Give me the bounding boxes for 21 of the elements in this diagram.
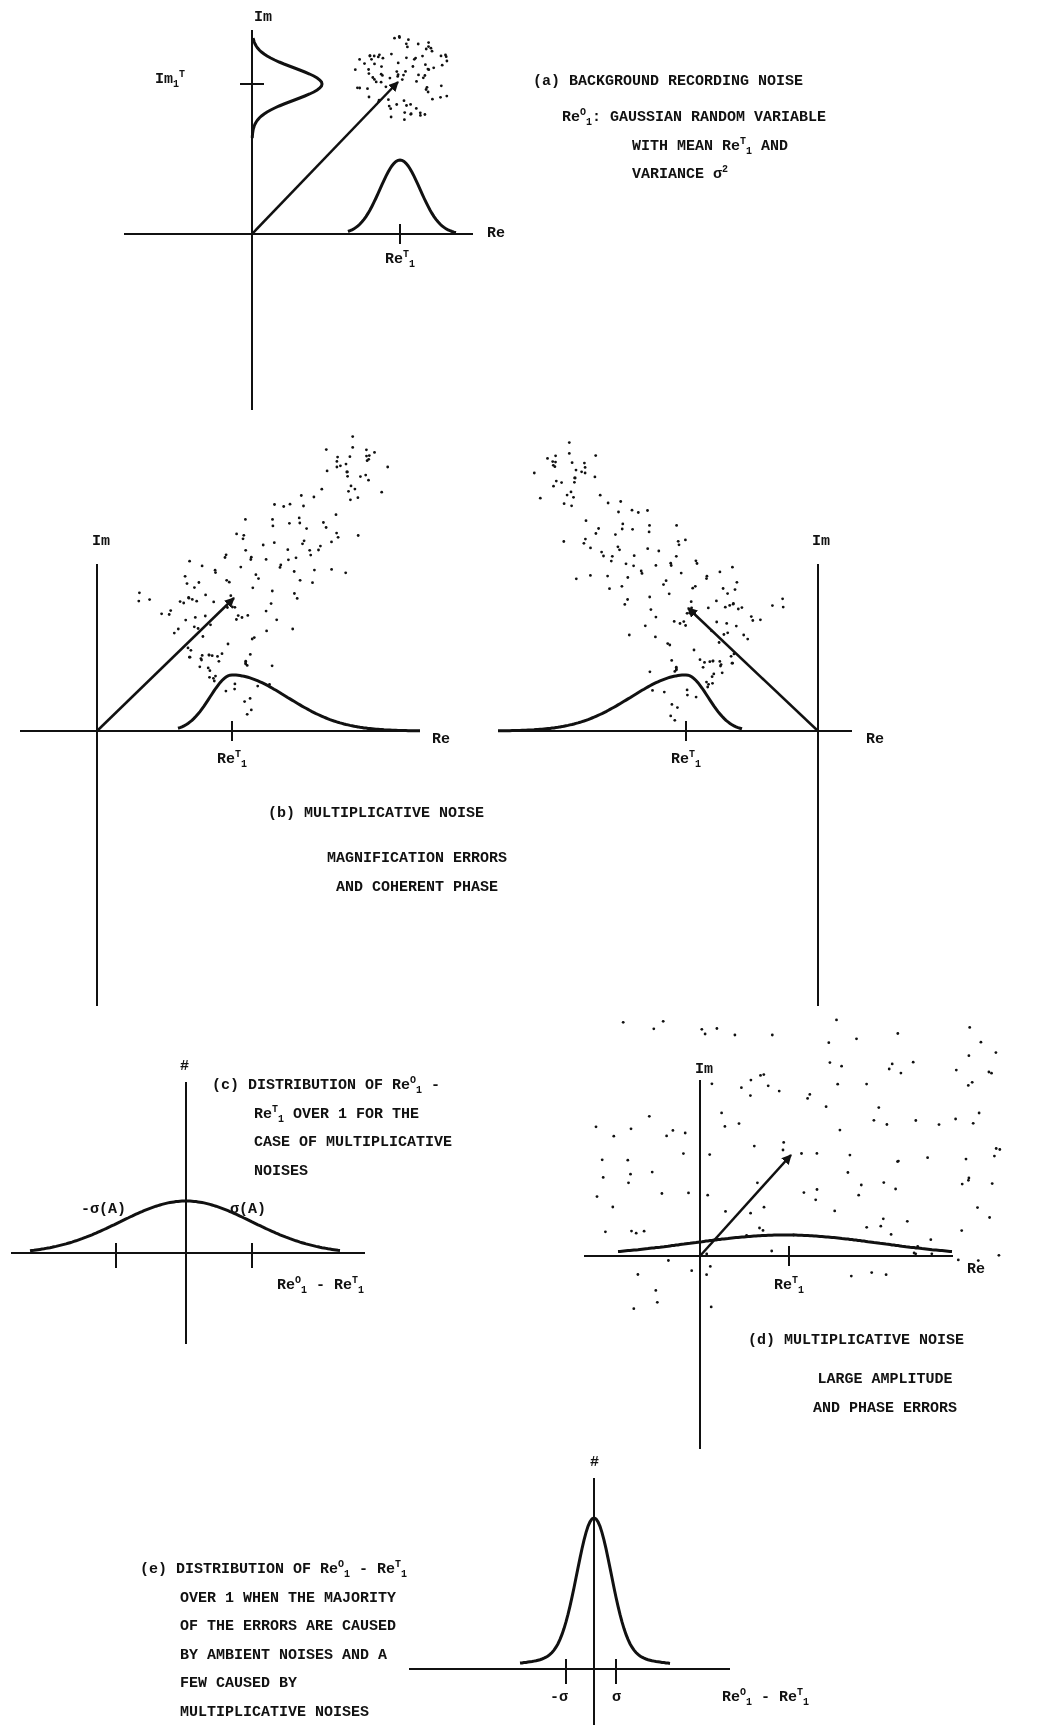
panel-caption: (c) DISTRIBUTION OF Re$^{O}$$_{1}$ - Re$^{T}$$_{1}$ OVER 1 FOR THE CASE OF MULTIPLICATIVE NOISES [212,1074,454,1182]
axis-label: Im [254,8,272,28]
axis-label: Im [812,532,830,552]
axis-label: Re [487,224,505,244]
note-text: LARGE AMPLITUDE AND PHASE ERRORS [812,1370,958,1419]
note-text: MAGNIFICATION ERRORS AND COHERENT PHASE [326,849,508,898]
axis-label: Re [432,730,450,750]
axis-label: Im [695,1060,713,1080]
panel-caption: (a) BACKGROUND RECORDING NOISE [533,72,804,92]
axis-label: Im [92,532,110,552]
tick-label: σ [612,1688,621,1708]
panel-caption: (d) MULTIPLICATIVE NOISE [748,1331,965,1351]
axis-label: # [180,1057,189,1077]
note-text: Re$^{O}$$_{1}$: GAUSSIAN RANDOM VARIABLE WITH MEAN Re$^{T}$$_{1}$ AND VARIANCE σ$^{2}$ [562,106,828,185]
axis-label: Re [967,1260,985,1280]
axis-label: # [590,1453,599,1473]
tick-label: -σ [550,1688,568,1708]
panel-caption: (b) MULTIPLICATIVE NOISE [268,804,485,824]
tick-label: σ(A) [230,1200,266,1220]
axis-label: Re [866,730,884,750]
tick-label: -σ(A) [81,1200,126,1220]
